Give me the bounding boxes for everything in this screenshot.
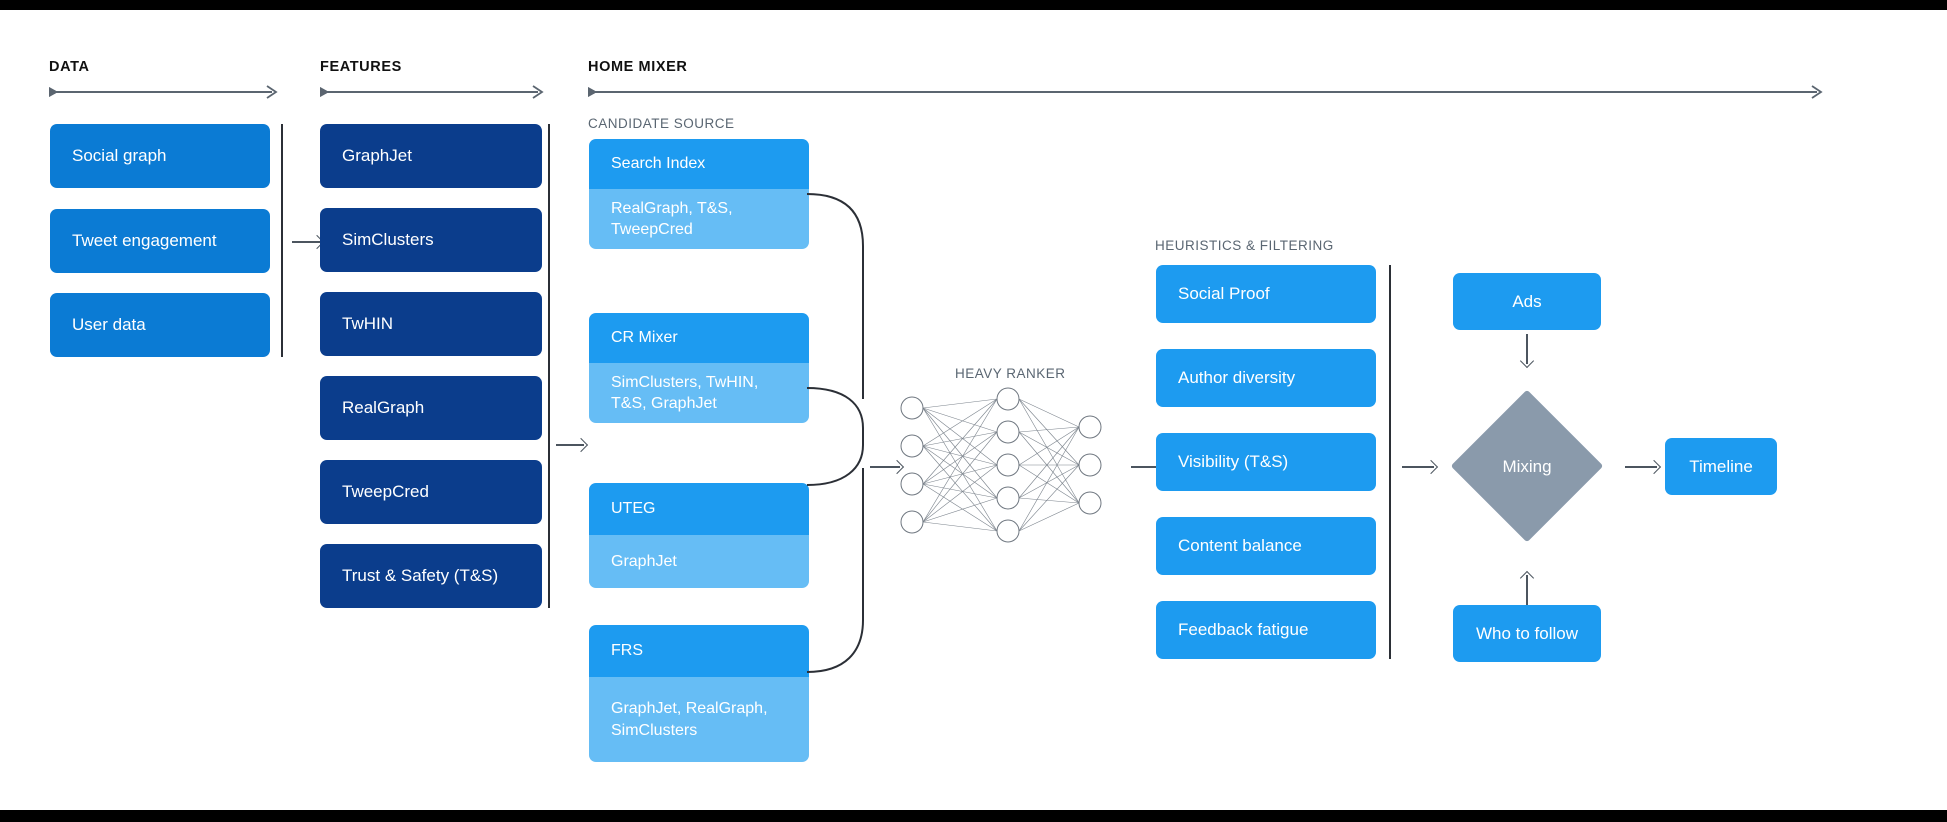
heuristic-label: Author diversity bbox=[1178, 368, 1296, 387]
section-label-candidate-source: CANDIDATE SOURCE bbox=[588, 116, 735, 131]
data-box-tweet-engagement[interactable]: Tweet engagement bbox=[50, 209, 270, 273]
heuristic-label: Content balance bbox=[1178, 536, 1302, 555]
candidate-source-card-cr-mixer[interactable]: CR Mixer SimClusters, TwHIN, T&S, GraphJ… bbox=[589, 313, 809, 423]
network-node-l1-3 bbox=[996, 486, 1020, 510]
feature-box-graphjet[interactable]: GraphJet bbox=[320, 124, 542, 188]
feature-box-label: TwHIN bbox=[342, 314, 393, 333]
feature-box-tweepcred[interactable]: TweepCred bbox=[320, 460, 542, 524]
stage-title-home-mixer: HOME MIXER bbox=[588, 59, 688, 75]
arrow-candidate-source-to-ranker bbox=[870, 459, 905, 474]
divider-heuristics-mixing bbox=[1389, 265, 1391, 659]
network-node-l0-2 bbox=[900, 472, 924, 496]
feature-box-label: Trust & Safety (T&S) bbox=[342, 566, 499, 585]
feature-box-realgraph[interactable]: RealGraph bbox=[320, 376, 542, 440]
arrow-data-to-features bbox=[292, 234, 325, 249]
heuristic-label: Social Proof bbox=[1178, 284, 1270, 303]
arrow-ads-to-mixing bbox=[1519, 334, 1534, 369]
data-box-label: User data bbox=[72, 315, 146, 334]
letterbox-bottom bbox=[0, 810, 1947, 822]
heuristic-box-author-diversity[interactable]: Author diversity bbox=[1156, 349, 1376, 407]
card-detail: SimClusters, TwHIN, T&S, GraphJet bbox=[589, 363, 809, 423]
bracket-candidate-sources bbox=[806, 193, 864, 673]
data-box-user-data[interactable]: User data bbox=[50, 293, 270, 357]
network-node-l1-1 bbox=[996, 420, 1020, 444]
who-to-follow-label: Who to follow bbox=[1475, 623, 1579, 643]
arrow-who-to-follow-to-mixing bbox=[1519, 570, 1534, 605]
card-title: CR Mixer bbox=[589, 313, 809, 363]
card-title: FRS bbox=[589, 625, 809, 677]
letterbox-top bbox=[0, 0, 1947, 10]
network-node-l1-0 bbox=[996, 387, 1020, 411]
mixing-input-who-to-follow[interactable]: Who to follow bbox=[1453, 605, 1601, 662]
axis-tip-data bbox=[266, 85, 278, 99]
section-label-heuristics: HEURISTICS & FILTERING bbox=[1155, 238, 1334, 253]
heuristic-label: Feedback fatigue bbox=[1178, 620, 1309, 639]
feature-box-trust-safety[interactable]: Trust & Safety (T&S) bbox=[320, 544, 542, 608]
mixing-input-ads[interactable]: Ads bbox=[1453, 273, 1601, 330]
card-detail: GraphJet, RealGraph, SimClusters bbox=[589, 677, 809, 762]
timeline-label: Timeline bbox=[1689, 456, 1753, 476]
feature-box-twhin[interactable]: TwHIN bbox=[320, 292, 542, 356]
data-box-social-graph[interactable]: Social graph bbox=[50, 124, 270, 188]
arrow-heuristics-to-mixing bbox=[1402, 459, 1439, 474]
heuristic-box-visibility[interactable]: Visibility (T&S) bbox=[1156, 433, 1376, 491]
section-label-heavy-ranker: HEAVY RANKER bbox=[955, 366, 1066, 381]
heuristic-box-content-balance[interactable]: Content balance bbox=[1156, 517, 1376, 575]
arrow-features-to-candidate-source bbox=[556, 437, 589, 452]
stage-axis-data bbox=[49, 87, 272, 97]
candidate-source-card-uteg[interactable]: UTEG GraphJet bbox=[589, 483, 809, 588]
feature-box-simclusters[interactable]: SimClusters bbox=[320, 208, 542, 272]
stage-title-features: FEATURES bbox=[320, 59, 402, 75]
feature-box-label: RealGraph bbox=[342, 398, 425, 417]
mixing-label: Mixing bbox=[1502, 457, 1552, 476]
network-node-l2-1 bbox=[1078, 453, 1102, 477]
heuristic-box-social-proof[interactable]: Social Proof bbox=[1156, 265, 1376, 323]
card-detail: GraphJet bbox=[589, 535, 809, 588]
network-node-l0-1 bbox=[900, 434, 924, 458]
stage-axis-home-mixer bbox=[588, 87, 1817, 97]
card-title: UTEG bbox=[589, 483, 809, 535]
arrow-ranker-to-heuristics bbox=[1131, 459, 1166, 474]
candidate-source-card-search-index[interactable]: Search Index RealGraph, T&S, TweepCred bbox=[589, 139, 809, 249]
feature-box-label: SimClusters bbox=[342, 230, 434, 249]
heuristic-label: Visibility (T&S) bbox=[1178, 452, 1289, 471]
divider-data-features bbox=[281, 124, 283, 357]
candidate-source-card-frs[interactable]: FRS GraphJet, RealGraph, SimClusters bbox=[589, 625, 809, 762]
feature-box-label: TweepCred bbox=[342, 482, 429, 501]
heuristic-box-feedback-fatigue[interactable]: Feedback fatigue bbox=[1156, 601, 1376, 659]
network-node-l0-3 bbox=[900, 510, 924, 534]
stage-title-data: DATA bbox=[49, 59, 90, 75]
data-box-label: Tweet engagement bbox=[72, 231, 217, 250]
card-detail: RealGraph, T&S, TweepCred bbox=[589, 189, 809, 249]
network-node-l2-0 bbox=[1078, 415, 1102, 439]
network-node-l1-2 bbox=[996, 453, 1020, 477]
data-box-label: Social graph bbox=[72, 146, 167, 165]
network-node-l1-4 bbox=[996, 519, 1020, 543]
card-title: Search Index bbox=[589, 139, 809, 189]
diagram-canvas: DATA FEATURES HOME MIXER Social graph Tw… bbox=[0, 10, 1947, 810]
heavy-ranker-network bbox=[900, 387, 1102, 543]
feature-box-label: GraphJet bbox=[342, 146, 412, 165]
arrow-mixing-to-timeline bbox=[1625, 459, 1662, 474]
axis-tip-home-mixer bbox=[1811, 85, 1823, 99]
divider-features-home-mixer bbox=[548, 124, 550, 608]
network-node-l2-2 bbox=[1078, 491, 1102, 515]
stage-axis-features bbox=[320, 87, 538, 97]
output-box-timeline[interactable]: Timeline bbox=[1665, 438, 1777, 495]
axis-tip-features bbox=[532, 85, 544, 99]
ads-label: Ads bbox=[1512, 291, 1542, 311]
network-node-l0-0 bbox=[900, 396, 924, 420]
